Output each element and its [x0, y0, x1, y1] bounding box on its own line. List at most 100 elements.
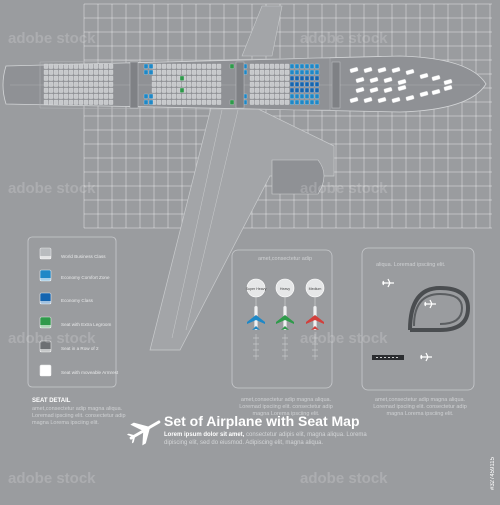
seat: [161, 87, 167, 93]
legend-label-economy: Economy Class: [61, 298, 93, 303]
business-seat: [363, 67, 373, 73]
seat: [103, 99, 109, 105]
seat: [201, 93, 207, 99]
seat: [309, 63, 315, 69]
seat: [254, 75, 260, 81]
seat: [181, 69, 187, 75]
seat: [304, 69, 310, 75]
seat: [294, 87, 300, 93]
seat: [309, 99, 315, 105]
seat: [88, 87, 94, 93]
category-badge-label: Medium: [309, 287, 322, 291]
seat: [289, 81, 295, 87]
seat: [216, 99, 222, 105]
seat: [176, 93, 182, 99]
business-seat: [355, 77, 365, 83]
seat: [43, 99, 49, 105]
seat: [43, 69, 49, 75]
seat: [289, 99, 295, 105]
seat: [274, 99, 280, 105]
watermark: adobe stock: [8, 180, 96, 197]
seat: [274, 75, 280, 81]
seat: [314, 87, 320, 93]
seat: [148, 69, 154, 75]
runway-loop-inner: [413, 292, 464, 327]
legend-label-row2: Seat in a Row of 2: [61, 346, 99, 351]
seat: [304, 63, 310, 69]
seat: [304, 75, 310, 81]
seat: [148, 63, 154, 69]
business-seat: [363, 97, 373, 103]
watermark: adobe stock: [300, 30, 388, 47]
seat: [264, 69, 270, 75]
seat: [294, 75, 300, 81]
seat: [206, 87, 212, 93]
seat: [264, 99, 270, 105]
seat: [284, 87, 290, 93]
subtitle: Lorem ipsum dolor sit amet, consectetur …: [164, 431, 384, 447]
seat: [166, 69, 172, 75]
seat: [43, 63, 49, 69]
plane-icon-runway: [420, 352, 432, 362]
seat: [161, 63, 167, 69]
aircraft-category-planes: [247, 306, 324, 360]
seat: [254, 69, 260, 75]
legend-label-business: World Business Class: [61, 254, 106, 259]
seat: [201, 81, 207, 87]
seat: [98, 81, 104, 87]
seat: [63, 75, 69, 81]
seat: [216, 87, 222, 93]
seat: [196, 69, 202, 75]
engine-nacelle: [271, 159, 325, 195]
seat: [63, 69, 69, 75]
seat: [216, 93, 222, 99]
seat-detail-title: SEAT DETAIL: [32, 398, 71, 404]
legend-box: [27, 236, 117, 388]
runway-loop: [408, 285, 471, 332]
seat: [299, 63, 305, 69]
watermark: adobe stock: [300, 470, 388, 487]
seat: [314, 81, 320, 87]
seat: [103, 63, 109, 69]
seat: [294, 63, 300, 69]
seat: [58, 87, 64, 93]
seat: [83, 87, 89, 93]
seat: [68, 81, 74, 87]
seat: [73, 81, 79, 87]
seat: [289, 87, 295, 93]
legend-label-legroom: Seat with Extra Legroom: [61, 322, 112, 327]
middle-panel-footer: amet,consectetur adip magna aliqua. Lore…: [239, 397, 333, 417]
seat: [191, 93, 197, 99]
category-plane-icon: [247, 306, 265, 330]
seat: [93, 87, 99, 93]
seat: [186, 81, 192, 87]
subtitle-rest: consectetur adipis elit, magna aliqua. L…: [164, 432, 367, 446]
seat: [88, 99, 94, 105]
seat: [186, 69, 192, 75]
seat: [249, 69, 255, 75]
seat: [156, 99, 162, 105]
seat: [171, 63, 177, 69]
seat: [201, 75, 207, 81]
seat: [73, 75, 79, 81]
business-seat: [369, 87, 379, 93]
seat: [191, 69, 197, 75]
plane-wings: [247, 315, 265, 324]
seat: [171, 99, 177, 105]
seat: [264, 93, 270, 99]
seat: [294, 93, 300, 99]
seat: [78, 81, 84, 87]
seat: [304, 87, 310, 93]
seat: [53, 87, 59, 93]
seat: [289, 75, 295, 81]
seat: [151, 75, 157, 81]
seat: [309, 87, 315, 93]
seat: [269, 93, 275, 99]
middle-panel-header: amet,consectetur adip: [258, 256, 313, 262]
airplane-wing: [149, 5, 335, 351]
seat: [314, 63, 320, 69]
seat: [274, 87, 280, 93]
legend-label-comfort: Economy Comfort Zone: [61, 275, 110, 280]
